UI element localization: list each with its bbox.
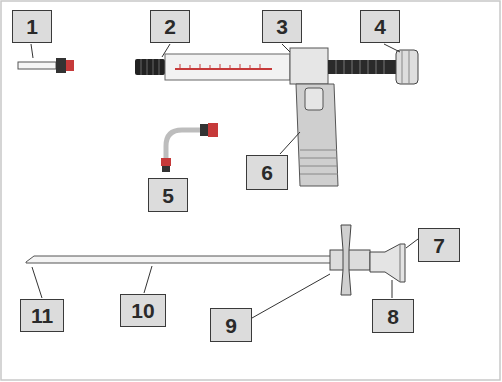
callout-number: 2 (164, 16, 176, 37)
callout-number: 5 (162, 185, 174, 206)
threaded-rod (328, 50, 418, 84)
callout-box: 10 (120, 294, 166, 327)
adapter-tube (18, 58, 74, 73)
scope (26, 225, 405, 295)
callout-number: 1 (26, 16, 38, 37)
syringe-barrel (165, 54, 290, 80)
callout-box: 3 (262, 10, 302, 43)
callout-box: 2 (150, 10, 190, 43)
callout-number: 11 (31, 305, 53, 326)
callout-number: 8 (387, 306, 399, 327)
callout-number: 4 (374, 16, 386, 37)
callout-box: 4 (360, 10, 400, 43)
callout-box: 9 (210, 308, 252, 342)
callout-number: 10 (131, 300, 154, 321)
callout-number: 9 (225, 315, 237, 336)
callout-number: 3 (276, 16, 288, 37)
callout-box: 11 (20, 299, 64, 332)
callout-number: 7 (433, 235, 445, 256)
extension-tube (161, 123, 218, 172)
callout-box: 6 (246, 155, 288, 190)
callout-number: 6 (261, 162, 273, 183)
callout-box: 1 (12, 10, 52, 43)
callout-box: 8 (372, 299, 414, 333)
threaded-nozzle (135, 59, 165, 75)
callout-box: 5 (148, 178, 188, 212)
callout-box: 7 (418, 228, 460, 262)
leader-lines (31, 44, 422, 318)
